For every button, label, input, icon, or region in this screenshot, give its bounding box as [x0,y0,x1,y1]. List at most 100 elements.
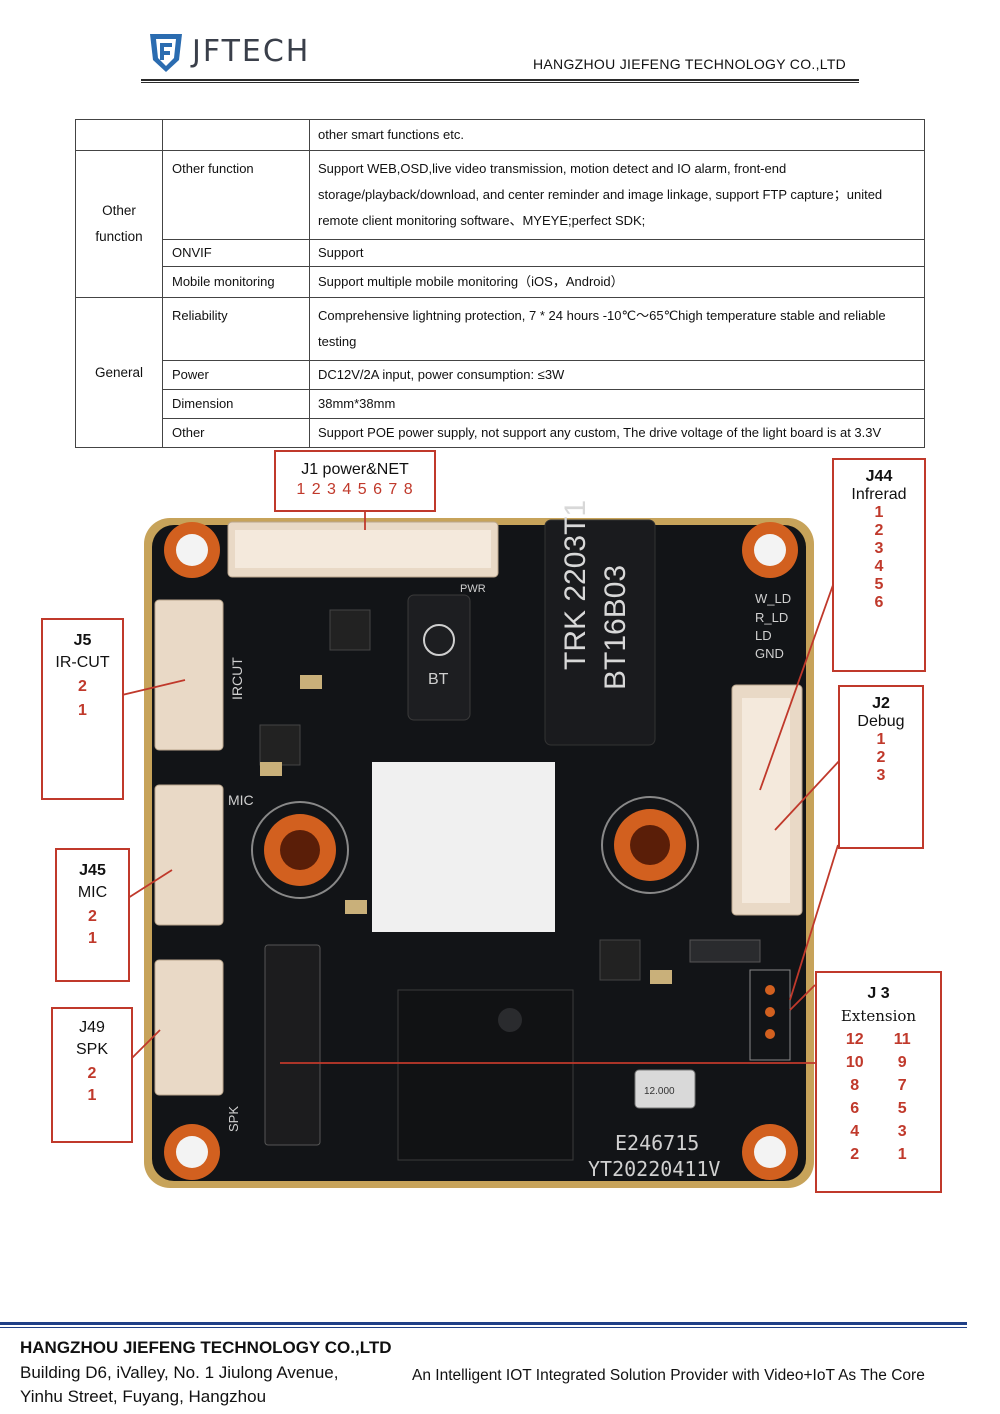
callout-j2-pin: 1 [876,731,886,748]
footer-rule-thin [0,1327,967,1328]
callout-j44: J44 Infrerad 1 2 3 4 5 6 [832,458,926,672]
chip-code-label: E246715 [615,1131,699,1155]
j5-connector [154,599,224,751]
callout-j45: J45 MIC 2 1 [55,848,130,982]
spec-name: Other [162,418,310,448]
j45-connector [154,784,224,926]
j45-leader [127,869,173,899]
crystal-label: 12.000 [644,1086,675,1097]
callout-j49-title: J49 [79,1019,105,1036]
callout-j1-title: J1 power&NET [301,461,409,478]
spec-name: Other function [162,150,310,240]
j3-pin: 8 [850,1077,860,1094]
transformer-label-1: TRK 2203T1 [559,500,592,670]
j3-pin: 5 [897,1100,907,1117]
pwr-label: PWR [460,583,486,595]
j3-pin: 1 [897,1146,907,1163]
callout-j3-title: J 3 [867,985,890,1002]
callout-j5-sub: IR-CUT [55,654,110,671]
header-rule [141,79,859,81]
spk-label: SPK [226,1106,241,1132]
callout-j2-pin: 2 [876,749,886,766]
callout-j44-sub: Infrerad [851,486,907,503]
j3-leader-b [789,844,839,1001]
j3-pin: 11 [893,1031,911,1048]
callout-j45-pin: 1 [88,930,97,947]
callout-j5-pin: 1 [78,702,87,719]
jftech-logo-icon [150,34,182,72]
callout-j1-pins: 1 2 3 4 5 6 7 8 [296,481,414,498]
j44-leader [759,584,834,791]
j3-pin: 12 [845,1031,864,1048]
j49-leader [129,1029,161,1061]
ld-label: LD [755,628,772,643]
callout-j44-pin: 5 [874,576,884,593]
spec-name: Dimension [162,389,310,419]
footer-address-line2: Yinhu Street, Fuyang, Hangzhou [20,1387,267,1406]
logo-text: JFTECH [192,34,311,69]
footer-rule [0,1322,967,1325]
callout-j3: J 3 Extension 12 11 10 9 8 7 6 5 4 3 2 1 [815,971,942,1193]
main-soc-chip [397,989,574,1161]
mic-label: MIC [228,792,254,808]
callout-j44-pin: 4 [874,558,884,575]
j5-leader [121,679,186,696]
j3-leader-a [789,984,816,1011]
callout-j45-title: J45 [79,862,106,879]
j3-pin: 7 [897,1077,907,1094]
sensor-area [372,762,555,932]
j3-pin: 4 [850,1123,860,1140]
table-row: other smart functions etc. [75,119,925,151]
network-transformer [544,519,656,746]
j3-pin: 2 [850,1146,860,1163]
j3-pin: 9 [897,1054,907,1071]
callout-j3-sub: Extension [840,1007,917,1025]
callout-j5-pin: 2 [78,678,87,695]
footer-address-line1: Building D6, iValley, No. 1 Jiulong Aven… [20,1363,339,1382]
callout-j1: J1 power&NET 1 2 3 4 5 6 7 8 [274,450,436,512]
callout-j2: J2 Debug 1 2 3 [838,685,924,849]
table-row: Other Support POE power supply, not supp… [76,418,925,448]
callout-j49-pin: 1 [87,1087,97,1104]
callout-j2-sub: Debug [857,713,905,730]
j3-pin-grid: 12 11 10 9 8 7 6 5 4 3 2 1 [817,1031,940,1164]
group-general: General [75,297,163,448]
pcb-board: TRK 2203T1 BT16B03 BT 12.000 PWR IRCUT M… [144,500,814,1188]
j2-leader [774,759,841,831]
table-row: ONVIF Support [76,239,925,267]
callout-j44-pin: 2 [874,522,884,539]
flex-connector [264,944,321,1146]
callout-j2-pin: 3 [876,767,886,784]
j3-pin: 3 [897,1123,907,1140]
j3-pin: 6 [850,1100,860,1117]
fuse-label: BT [428,671,449,688]
callout-j44-pin: 6 [874,594,884,611]
footer-company: HANGZHOU JIEFENG TECHNOLOGY CO.,LTD [20,1338,392,1357]
w-ld-label: W_LD [755,591,791,606]
group-other: Other function [75,150,163,298]
spec-value: other smart functions etc. [309,119,925,151]
callout-j49-sub: SPK [75,1041,108,1058]
j3-pin: 10 [845,1054,864,1071]
callout-j49: J49 SPK 2 1 [51,1007,133,1143]
j49-connector [154,959,224,1096]
crystal [634,1069,696,1109]
fuse [407,594,471,721]
spec-table: other smart functions etc. Other functio… [75,119,925,448]
header-rule-thin [141,82,859,83]
callout-j5-title: J5 [73,632,92,649]
spec-value: Support POE power supply, not support an… [309,418,925,448]
board-date-label: YT20220411V [588,1157,720,1181]
callout-j2-title: J2 [872,695,890,712]
spec-value: 38mm*38mm [309,389,925,419]
callout-j49-pin: 2 [87,1065,97,1082]
table-row: Dimension 38mm*38mm [76,389,925,419]
spec-name: Reliability [162,297,310,361]
r-ld-label: R_LD [755,610,788,625]
callout-j45-pin: 2 [88,908,97,925]
spec-value: Support multiple mobile monitoring（iOS，A… [309,266,925,298]
gnd-label: GND [755,646,784,661]
callout-j44-title: J44 [865,468,893,485]
callout-j44-pin: 1 [874,504,884,521]
header-company: HANGZHOU JIEFENG TECHNOLOGY CO.,LTD [533,56,847,72]
